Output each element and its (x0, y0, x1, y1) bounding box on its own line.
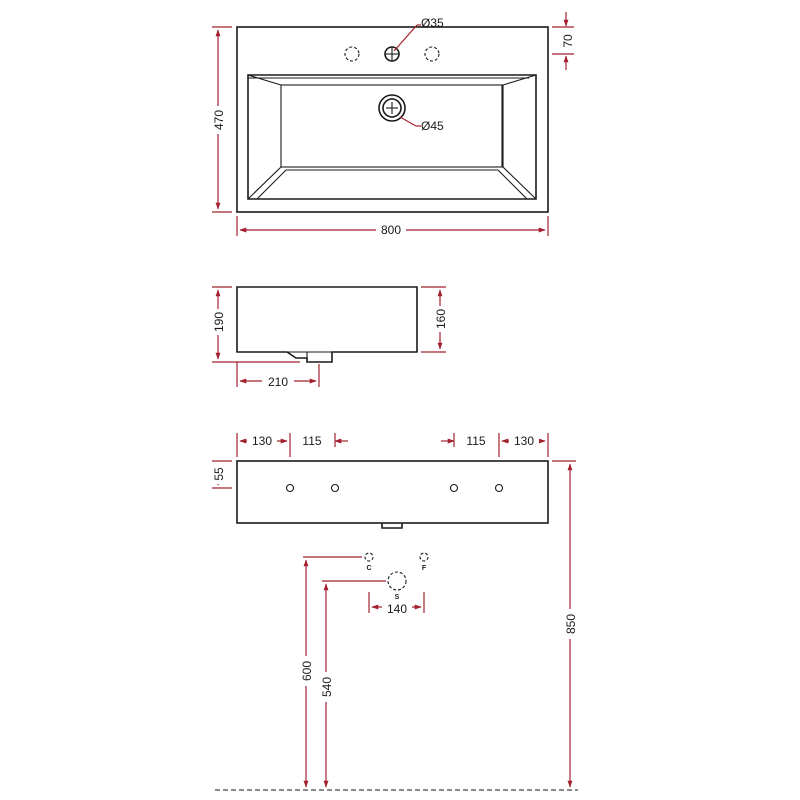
tap-hole-icon (424, 46, 440, 62)
dim-text-bg (211, 309, 225, 335)
bowl-bevel-line (502, 166, 537, 200)
drain-icon (378, 94, 406, 122)
tap-hole-leader (393, 24, 418, 52)
dim-text-bg (563, 609, 577, 639)
dim-text-bg (211, 464, 225, 484)
supply-spacing-label: 140 (387, 602, 407, 616)
mounting-hole-icon (330, 483, 340, 493)
right-edge-offset-label: 130 (514, 434, 534, 448)
side-view: 190 160 210 (211, 286, 448, 389)
dim-text-bg (433, 306, 447, 332)
tap-hole-diameter-label: Ø35 (421, 16, 444, 30)
drain-offset-label: 210 (268, 375, 288, 389)
tap-ledge-depth-label: 70 (561, 34, 575, 48)
cold-supply-label: C (366, 565, 371, 572)
total-depth-label: 470 (212, 110, 226, 130)
basin-outline-front (236, 460, 549, 524)
tap-hole-icon (344, 46, 360, 62)
basin-outline-top (236, 26, 549, 213)
left-hole-spacing-label: 115 (302, 434, 321, 448)
siphon-label: S (395, 594, 400, 601)
hot-supply-label: F (422, 565, 427, 572)
drain-leader (399, 116, 417, 127)
bowl-bevel-line (502, 74, 537, 86)
dim-text-bg (211, 106, 225, 134)
bowl-bevel-line (247, 166, 282, 200)
hot-supply-icon (419, 552, 429, 562)
bowl-floor-top (280, 84, 504, 168)
top-view: Ø35 Ø45 470 70 800 (211, 12, 575, 237)
bowl-rim-top (247, 74, 537, 200)
left-edge-offset-label: 130 (252, 434, 272, 448)
drain-diameter-label: Ø45 (421, 119, 444, 133)
dim-text-bg (299, 656, 313, 686)
drain-inner-icon (382, 98, 402, 118)
siphon-height-label: 540 (320, 677, 334, 697)
cold-supply-icon (364, 552, 374, 562)
bowl-bevel-line (247, 74, 282, 86)
front-view: 130 115 115 130 55 C F S 140 600 (211, 433, 578, 791)
dim-text-bg (376, 222, 406, 236)
basin-outline-side (236, 286, 418, 363)
mounting-hole-icon (449, 483, 459, 493)
dim-text-bg (247, 434, 277, 448)
bowl-bevel-line (497, 169, 528, 200)
overall-height-label: 190 (212, 312, 226, 332)
bowl-height-label: 160 (434, 309, 448, 329)
dim-text-bg (319, 672, 333, 702)
rim-height-label: 850 (564, 614, 578, 634)
supply-height-label: 600 (300, 661, 314, 681)
hole-height-label: 55 (212, 467, 226, 481)
total-width-label: 800 (381, 223, 401, 237)
dim-text-bg (382, 603, 412, 615)
right-hole-spacing-label: 115 (466, 434, 485, 448)
dim-text-bg (262, 374, 294, 388)
dim-text-bg (509, 434, 539, 448)
mounting-hole-icon (494, 483, 504, 493)
mounting-hole-icon (285, 483, 295, 493)
bowl-bevel-line (256, 169, 287, 200)
drain-outlet-front (381, 523, 403, 529)
siphon-icon (387, 571, 407, 591)
